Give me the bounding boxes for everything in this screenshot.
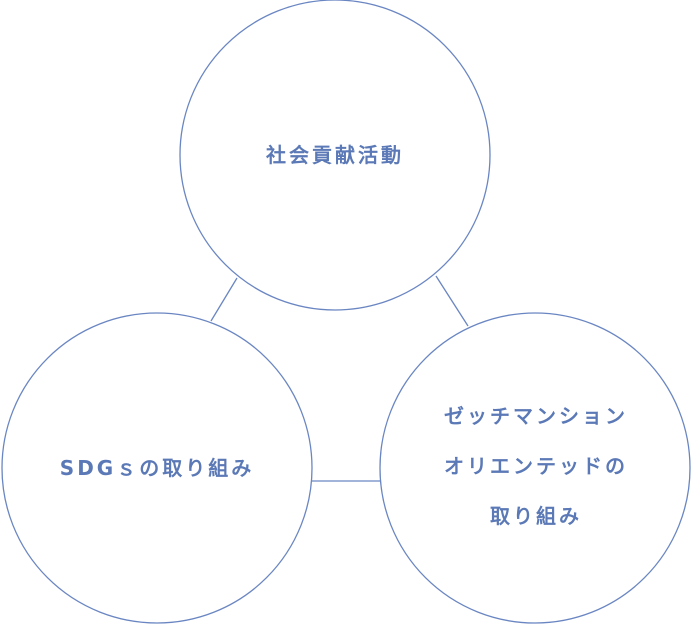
label-zeh-line2: オリエンテッドの bbox=[444, 454, 628, 478]
circle-left bbox=[1, 312, 313, 624]
connector-top-right bbox=[435, 275, 469, 327]
label-social-contribution: 社会貢献活動 bbox=[266, 143, 404, 167]
connector-top-left bbox=[210, 277, 238, 322]
label-zeh-line3: 取り組み bbox=[490, 504, 582, 528]
circle-right bbox=[379, 312, 691, 624]
label-zeh-mansion: ゼッチマンション オリエンテッドの 取り組み bbox=[444, 396, 628, 536]
circle-top bbox=[179, 0, 491, 311]
label-zeh-line1: ゼッチマンション bbox=[444, 404, 628, 428]
label-sdgs: SDGｓの取り組み bbox=[59, 456, 255, 480]
